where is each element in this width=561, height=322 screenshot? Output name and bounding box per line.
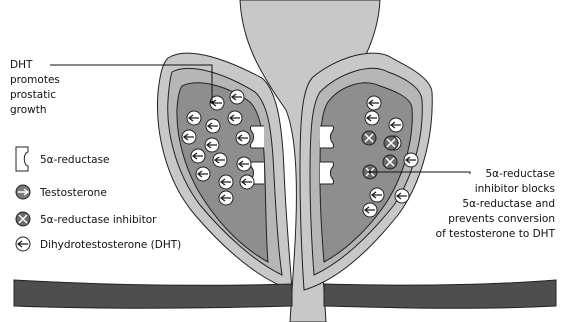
dht-label-line3: prostatic — [10, 89, 56, 101]
inhibitor-label-line3: 5α-reductase and — [462, 198, 555, 210]
legend-dht-label: Dihydrotestosterone (DHT) — [40, 239, 181, 251]
dht-molecule — [219, 175, 233, 189]
testosterone-molecule — [365, 111, 379, 125]
dht-molecule — [196, 167, 210, 181]
inhibitor-label-line2: inhibitor blocks — [475, 183, 555, 195]
legend-inhibitor-icon — [16, 212, 30, 226]
dht-leader-dot — [210, 100, 213, 103]
dht-molecule — [230, 90, 244, 104]
inhibitor-label-line5: of testosterone to DHT — [436, 228, 556, 240]
legend-enzyme-label: 5α-reductase — [40, 154, 110, 166]
testosterone-molecule — [363, 203, 377, 217]
inhibitor-leader-dot — [368, 170, 371, 173]
bottom-band-right — [324, 280, 556, 308]
dht-molecule — [219, 191, 233, 205]
testosterone-molecule — [367, 96, 381, 110]
dht-molecule — [182, 130, 196, 144]
testosterone-molecule — [370, 188, 384, 202]
inhibitor-molecule — [362, 131, 376, 145]
dht-label-line2: promotes — [10, 74, 60, 86]
inhibitor-molecule — [384, 136, 398, 150]
dht-molecule — [206, 119, 220, 133]
dht-molecule — [205, 138, 219, 152]
inhibitor-molecule — [383, 155, 397, 169]
legend-testosterone-label: Testosterone — [39, 187, 107, 199]
dht-molecule — [237, 157, 251, 171]
legend-enzyme-icon — [16, 147, 28, 171]
testosterone-molecule — [395, 189, 409, 203]
legend-testosterone-icon — [16, 185, 30, 199]
dht-molecule — [236, 131, 250, 145]
testosterone-molecule — [389, 118, 403, 132]
bottom-band-left — [14, 280, 292, 308]
dht-molecule — [213, 153, 227, 167]
legend-dht-icon — [16, 237, 30, 251]
dht-molecule — [191, 149, 205, 163]
dht-molecule — [240, 175, 254, 189]
legend: 5α-reductase Testosterone 5α-reductase i… — [16, 147, 181, 251]
testosterone-molecule — [404, 153, 418, 167]
dht-molecule — [228, 111, 242, 125]
dht-label-line1: DHT — [10, 59, 33, 71]
legend-inhibitor-label: 5α-reductase inhibitor — [40, 214, 157, 226]
dht-label-line4: growth — [10, 104, 47, 116]
inhibitor-label-line4: prevents conversion — [448, 213, 555, 225]
dht-molecule — [187, 111, 201, 125]
inhibitor-label-line1: 5α-reductase — [485, 168, 555, 180]
